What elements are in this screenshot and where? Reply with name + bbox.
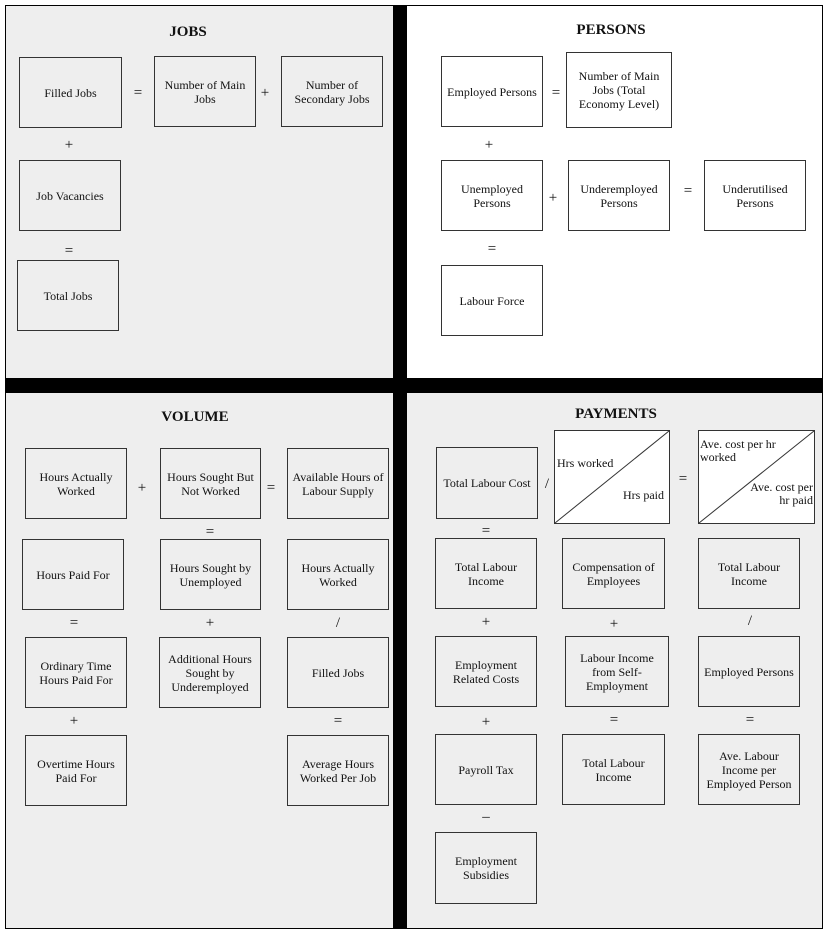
filled-jobs-box: Filled Jobs — [287, 637, 389, 708]
diagonal-line — [555, 431, 669, 523]
hours-paid-for-box: Hours Paid For — [22, 539, 124, 610]
divide-op: / — [544, 476, 550, 492]
ordinary-time-box: Ordinary Time Hours Paid For — [25, 637, 127, 708]
hrs-worked-label: Hrs worked — [557, 456, 614, 470]
filled-jobs-box: Filled Jobs — [19, 57, 122, 128]
underemployed-persons-box: Underemployed Persons — [568, 160, 670, 231]
labour-force-box: Labour Force — [441, 265, 543, 336]
hours-actually-worked-box: Hours Actually Worked — [25, 448, 127, 519]
equals-op: = — [69, 615, 79, 631]
equals-op: = — [745, 712, 755, 728]
employment-subsidies-box: Employment Subsidies — [435, 832, 537, 904]
labour-income-self-box: Labour Income from Self-Employment — [565, 636, 669, 707]
ave-cost-paid-label: Ave. cost per hr paid — [750, 480, 813, 507]
ave-cost-ratio-box: Ave. cost per hr worked Ave. cost per hr… — [698, 430, 815, 524]
plus-op: + — [69, 713, 79, 729]
payroll-tax-box: Payroll Tax — [435, 734, 537, 805]
hours-sought-unemployed-box: Hours Sought by Unemployed — [160, 539, 261, 610]
main-jobs-total-box: Number of Main Jobs (Total Economy Level… — [566, 52, 672, 128]
total-labour-income-box: Total Labour Income — [435, 538, 537, 609]
equals-op: = — [678, 471, 688, 487]
additional-hours-box: Additional Hours Sought by Underemployed — [159, 637, 261, 708]
hours-actually-worked-2-box: Hours Actually Worked — [287, 539, 389, 610]
overtime-hours-box: Overtime Hours Paid For — [25, 735, 127, 806]
equals-op: = — [64, 243, 74, 259]
plus-op: + — [137, 480, 147, 496]
underutilised-persons-box: Underutilised Persons — [704, 160, 806, 231]
plus-op: + — [64, 137, 74, 153]
equals-op: = — [333, 713, 343, 729]
total-labour-income-box: Total Labour Income — [562, 734, 665, 805]
persons-title: PERSONS — [576, 22, 646, 38]
vertical-divider — [393, 5, 407, 929]
secondary-jobs-box: Number of Secondary Jobs — [281, 56, 383, 127]
unemployed-persons-box: Unemployed Persons — [441, 160, 543, 231]
ave-cost-worked-label: Ave. cost per hr worked — [700, 437, 776, 464]
payments-title: PAYMENTS — [575, 406, 657, 422]
total-labour-cost-box: Total Labour Cost — [436, 447, 538, 519]
minus-op: – — [482, 809, 490, 825]
job-vacancies-box: Job Vacancies — [19, 160, 121, 231]
equals-op: = — [609, 712, 619, 728]
main-jobs-box: Number of Main Jobs — [154, 56, 256, 127]
plus-op: + — [548, 190, 558, 206]
compensation-box: Compensation of Employees — [562, 538, 665, 609]
plus-op: + — [205, 615, 215, 631]
diagram-frame — [5, 5, 823, 929]
employed-persons-box: Employed Persons — [698, 636, 800, 707]
ave-labour-income-box: Ave. Labour Income per Employed Person — [698, 734, 800, 805]
employed-persons-box: Employed Persons — [441, 56, 543, 127]
equals-op: = — [683, 183, 693, 199]
volume-title: VOLUME — [161, 409, 229, 425]
hours-ratio-box: Hrs worked Hrs paid — [554, 430, 670, 524]
equals-op: = — [481, 523, 491, 539]
jobs-title: JOBS — [169, 24, 207, 40]
equals-op: = — [133, 85, 143, 101]
average-hours-box: Average Hours Worked Per Job — [287, 735, 389, 806]
divide-op: / — [335, 615, 341, 631]
employment-related-costs-box: Employment Related Costs — [435, 636, 537, 707]
plus-op: + — [484, 137, 494, 153]
total-jobs-box: Total Jobs — [17, 260, 119, 331]
equals-op: = — [551, 85, 561, 101]
equals-op: = — [205, 524, 215, 540]
plus-op: + — [260, 85, 270, 101]
plus-op: + — [481, 614, 491, 630]
plus-op: + — [481, 714, 491, 730]
hours-sought-not-worked-box: Hours Sought But Not Worked — [160, 448, 261, 519]
total-labour-income-box: Total Labour Income — [698, 538, 800, 609]
available-hours-box: Available Hours of Labour Supply — [287, 448, 389, 519]
equals-op: = — [266, 480, 276, 496]
horizontal-divider — [5, 378, 823, 393]
diagonal-line — [699, 431, 814, 523]
equals-op: = — [487, 241, 497, 257]
divide-op: / — [747, 613, 753, 629]
plus-op: + — [609, 616, 619, 632]
hrs-paid-label: Hrs paid — [623, 488, 664, 502]
